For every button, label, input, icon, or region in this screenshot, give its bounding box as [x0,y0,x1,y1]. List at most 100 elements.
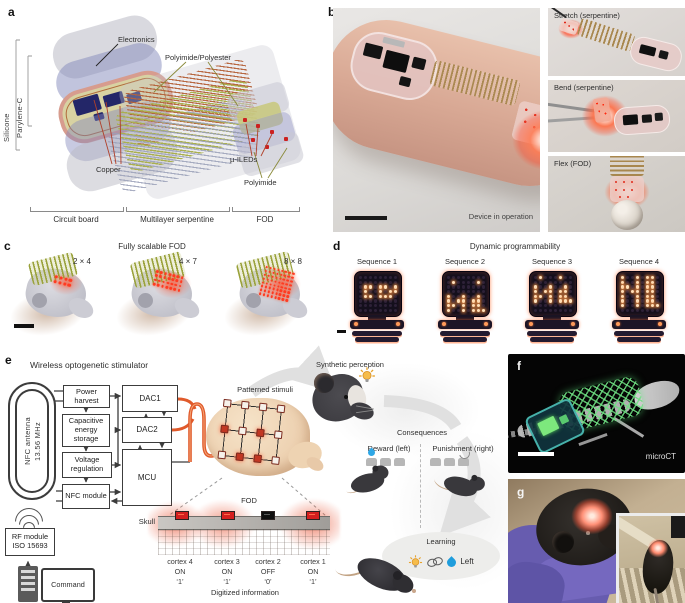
bracket-fod [232,207,300,212]
cortex-bit: ‘0’ [264,577,272,587]
led-dot [281,281,285,285]
led-dot [373,299,378,303]
panel-f-label: f [517,359,521,373]
punishment-label: Punishment (right) [432,444,494,453]
led-dot [650,276,654,280]
led-dot [457,276,461,280]
led-dot [563,308,567,312]
led-dot [383,280,387,284]
nfc-antenna: NFC antenna 13.56 MHz [8,382,56,500]
led-dot [53,279,58,284]
led-dot [650,294,654,298]
indicator-led [396,322,400,327]
led-array [529,271,577,317]
led-dot [534,285,538,289]
bracket-circuit-board [30,207,124,212]
implant-glow [566,493,618,539]
indicator-led [442,322,446,327]
glass-sphere [611,200,643,230]
led-dot [655,299,659,303]
led-dot [640,280,645,284]
led-dot [655,290,659,294]
led-dot [466,294,471,298]
skeleton-hindlimb [578,432,608,447]
led-dot [461,276,466,280]
led-dot [553,308,558,312]
led-dot [631,280,635,284]
led-dot [635,285,640,289]
led-dot [154,273,158,278]
mouse-head-render [112,251,212,342]
led-dot [282,278,286,281]
antenna-coil [617,337,661,342]
led-dot [268,270,272,274]
led-dot [461,304,466,308]
led-dot [553,294,558,298]
chip [411,56,427,71]
led-dot [388,308,392,312]
fod-led [217,450,227,460]
device-on-finger-photo: Device in operation [333,8,540,232]
led-dot [283,290,287,294]
block-label: NFC module [65,491,107,501]
led-dot [161,280,166,284]
led-array [354,271,402,317]
cortex-state: OFF [260,567,276,577]
led-dot [452,285,456,289]
led-dot [650,290,654,294]
led-dot [471,304,475,308]
led-dot [266,278,270,281]
nose-port [430,458,441,466]
uiled-module-on [221,511,235,520]
led-dot [563,299,567,303]
led-dot [158,274,163,279]
callout-copper: Copper [96,165,121,174]
led-dot [373,304,378,308]
led-dot [160,284,165,288]
led-dot [258,292,262,296]
device-neck [368,315,386,320]
led-dot [373,294,378,298]
led-dot [279,273,283,277]
mouse-nose [412,589,416,593]
antenna-coil [530,337,574,342]
lightbulb-icon [409,554,423,567]
fod-led [276,404,286,414]
led-dot [466,285,471,289]
led-dot [558,280,562,284]
panel-a-label: a [8,5,15,19]
led-glow [501,100,540,180]
led-dot [471,290,475,294]
panel-d: d Dynamic programmability Sequence 1 Seq… [330,235,685,345]
fod-led [258,402,268,412]
led-dot [476,299,480,303]
led-dot [383,285,387,289]
led-dot [359,294,363,298]
bracket-label-circuit-board: Circuit board [53,215,99,224]
led-dot [452,280,456,284]
fod-led [253,454,263,464]
cortex-state: ON [174,567,186,577]
led-dot [393,308,397,312]
neuron-layer [158,529,330,555]
led-dot [373,285,378,289]
tower-slot [21,576,35,579]
callout-polyimide-polyester: Polyimide/Polyester [165,53,231,62]
lightbulb-icon [359,367,375,382]
led-dot [287,275,290,279]
chip [641,114,653,123]
callout-uileds: µ-ILEDs [230,155,258,164]
block-mcu: MCU [122,449,172,506]
led-dot [174,283,178,287]
panel-d-title: Dynamic programmability [469,242,561,251]
led-dot [476,304,480,308]
led-dot [539,290,543,294]
fod-led [222,398,232,408]
led-dot [272,287,275,291]
device-capsule [613,104,671,136]
led-dot [378,308,383,312]
led-dot [369,280,373,284]
cortex-annotation: cortex 4 ON ‘1’ [157,557,203,587]
led-dot [650,308,654,312]
led-dot [635,308,640,312]
